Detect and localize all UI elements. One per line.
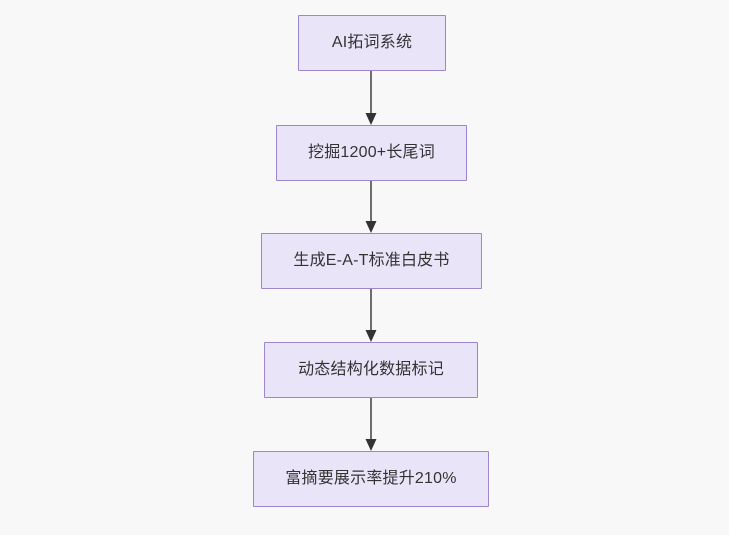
flow-edge-n4-n5 [361,398,381,451]
flow-node-ai-keyword-system[interactable]: AI拓词系统 [298,15,446,71]
flow-node-mine-longtail-keywords[interactable]: 挖掘1200+长尾词 [276,125,467,181]
flow-node-label: 动态结构化数据标记 [298,361,444,379]
flow-edge-n2-n3 [361,181,381,233]
flow-node-generate-eat-whitepaper[interactable]: 生成E-A-T标准白皮书 [261,233,482,289]
flow-edge-n1-n2 [361,71,381,125]
flow-node-rich-snippet-impression-lift[interactable]: 富摘要展示率提升210% [253,451,489,507]
flow-edge-n3-n4 [361,289,381,342]
flow-node-label: 挖掘1200+长尾词 [308,144,435,162]
flow-node-label: 富摘要展示率提升210% [285,470,457,488]
flow-node-label: AI拓词系统 [331,34,413,52]
flow-node-label: 生成E-A-T标准白皮书 [293,252,450,270]
flow-node-dynamic-structured-data-markup[interactable]: 动态结构化数据标记 [264,342,478,398]
